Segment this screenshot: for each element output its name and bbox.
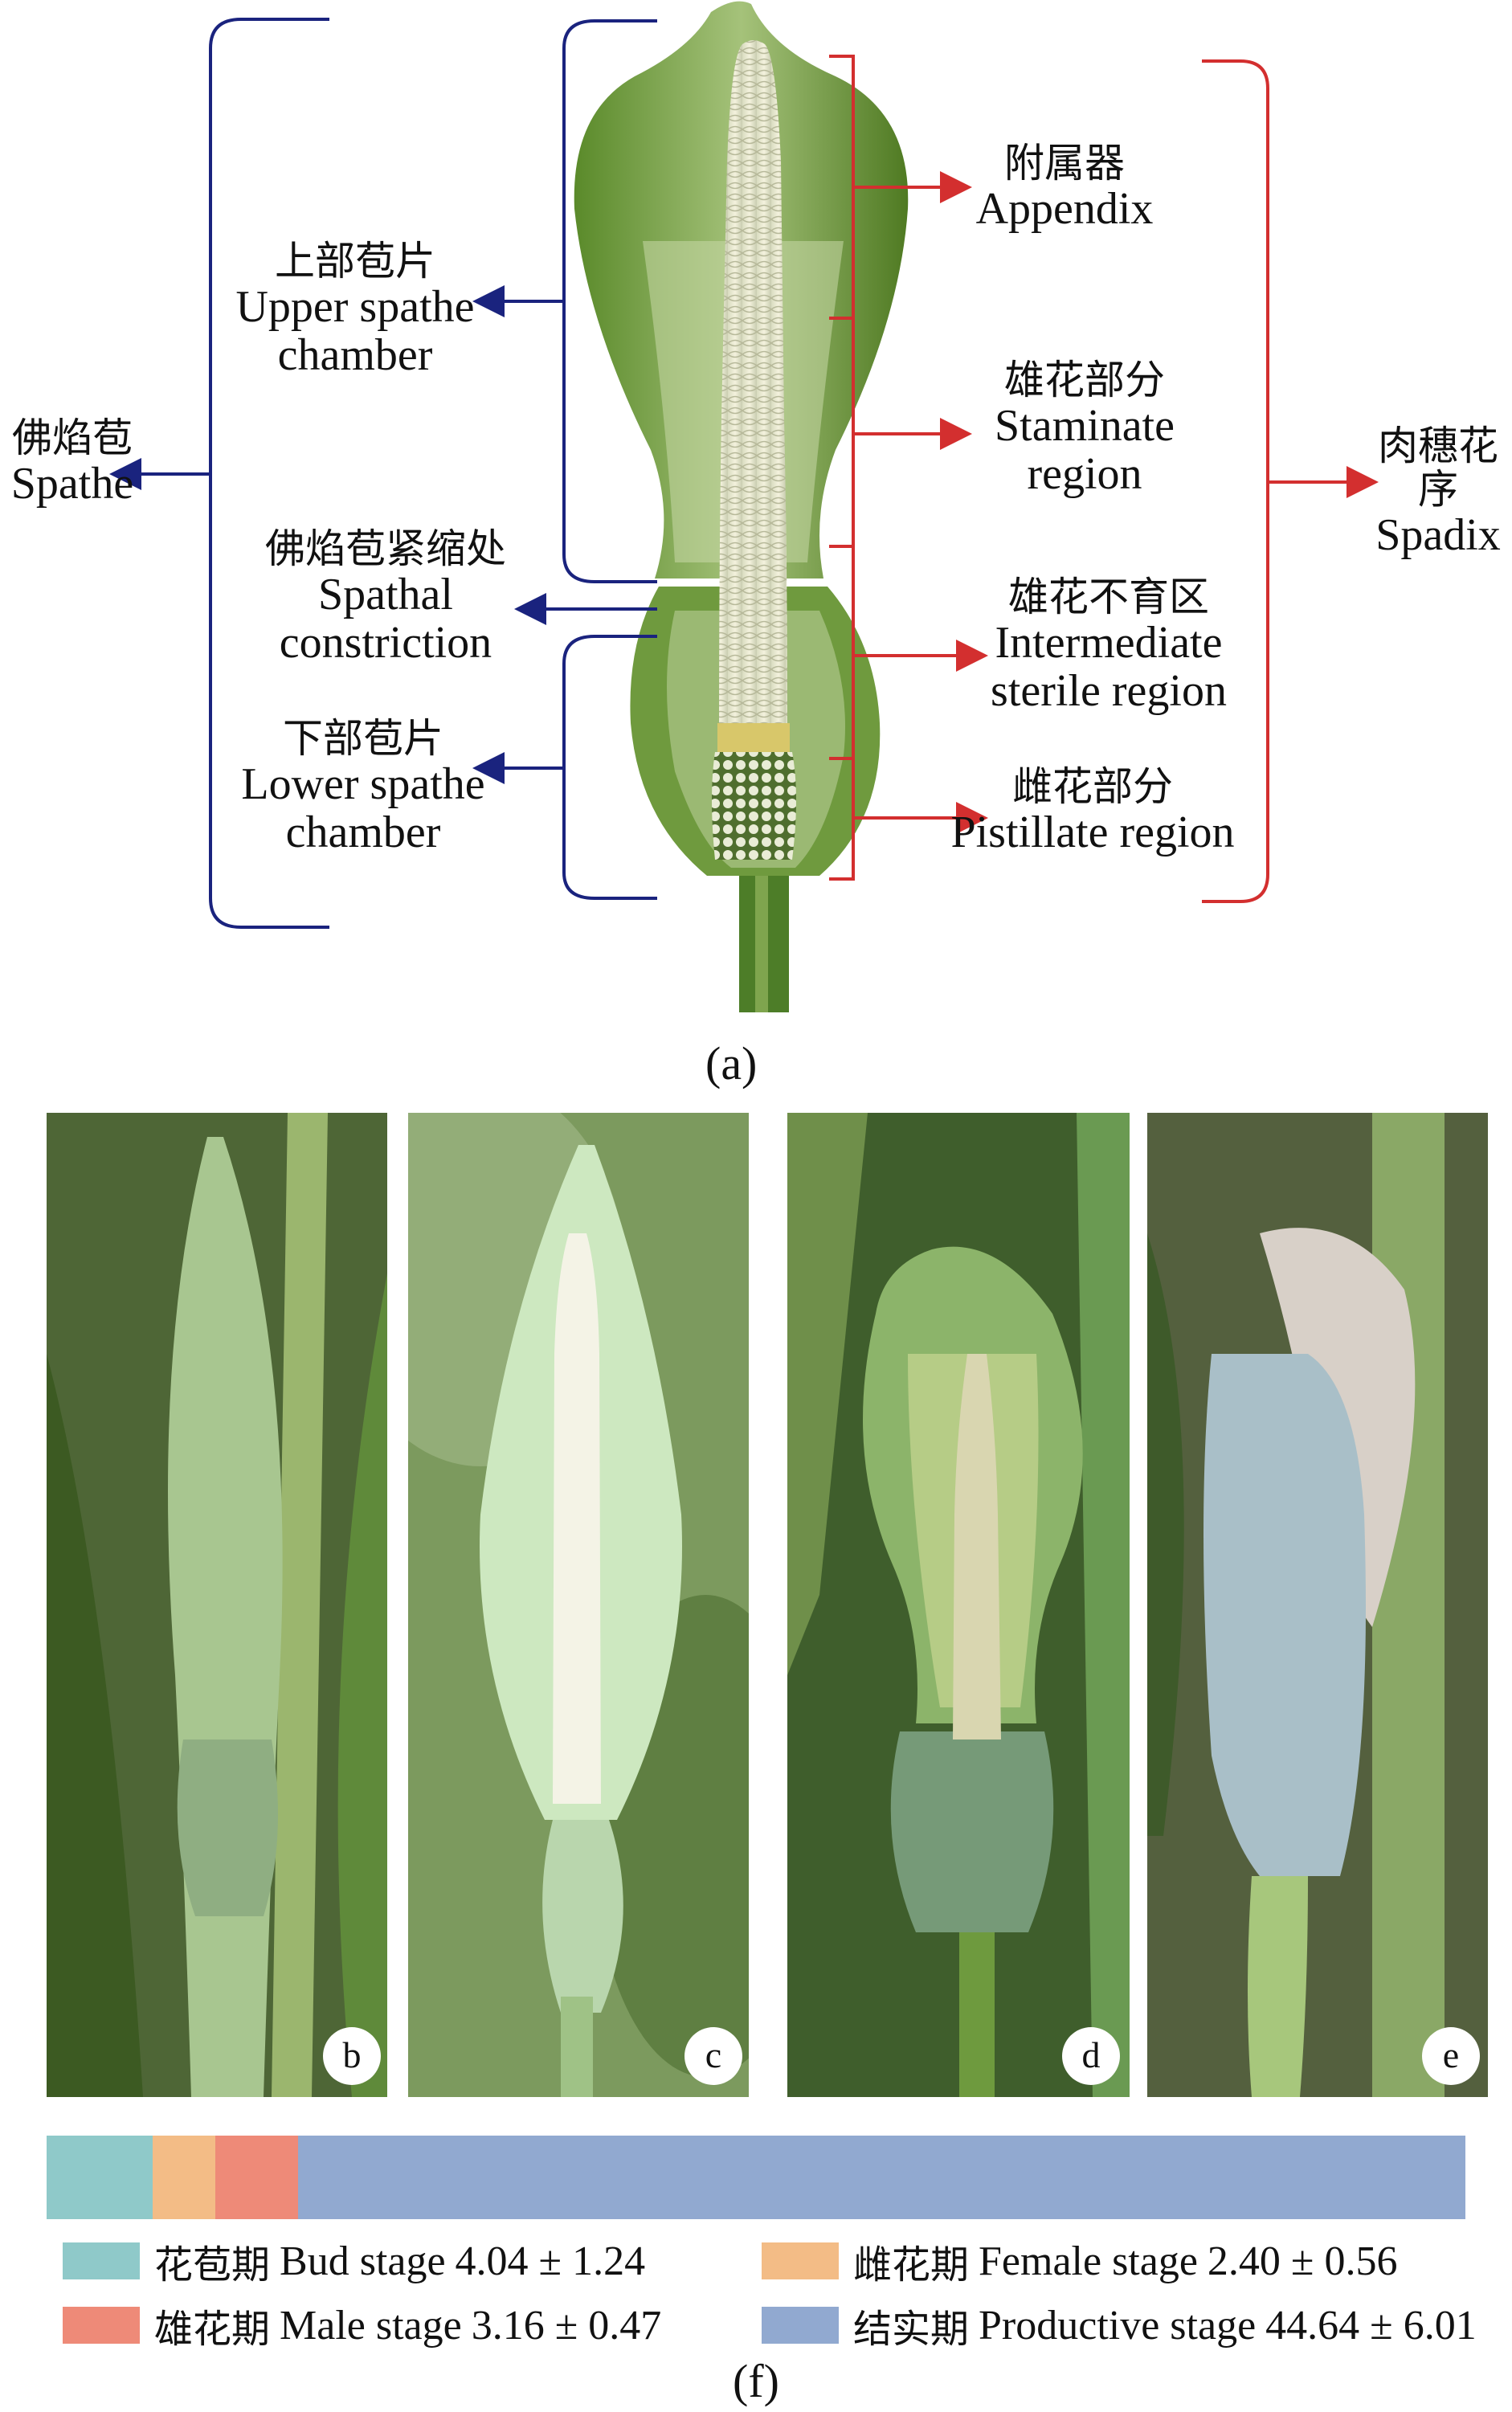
spadix-label-zh: 肉穗花序	[1378, 423, 1498, 513]
female-stage-illustration	[408, 1113, 749, 2097]
panel-b-badge: b	[323, 2027, 381, 2085]
appendix-label: 附属器 Appendix	[940, 141, 1189, 233]
photo-panel-e: e	[1147, 1113, 1488, 2097]
panel-c-badge: c	[684, 2027, 742, 2085]
intermediate-label-en: Intermediate sterile region	[991, 618, 1227, 717]
legend-productive-value: 44.64 ± 6.01	[1265, 2302, 1477, 2349]
stage-segment-bud	[47, 2136, 153, 2219]
staminate-label-zh: 雄花部分	[1004, 357, 1165, 403]
photo-panel-d: d	[787, 1113, 1130, 2097]
photo-panel-b: b	[47, 1113, 387, 2097]
legend-productive-en: Productive stage	[979, 2302, 1257, 2349]
spathe-label-en: Spathe	[10, 459, 134, 509]
legend-bud-swatch	[63, 2242, 140, 2279]
legend-female: 雌花期 Female stage 2.40 ± 0.56	[762, 2235, 1397, 2287]
legend-male-value: 3.16 ± 0.47	[471, 2302, 662, 2349]
legend-male-zh: 雄花期	[154, 2307, 271, 2352]
legend-productive: 结实期 Productive stage 44.64 ± 6.01	[762, 2300, 1477, 2352]
spathal-constriction-label-en: Spathal constriction	[279, 570, 492, 668]
stage-segment-female	[152, 2136, 215, 2219]
bud-stage-illustration	[47, 1113, 387, 2097]
upper-spathe-label-zh: 上部苞片	[275, 238, 435, 284]
spathe-illustration	[574, 1, 909, 1012]
panel-a: 佛焰苞 Spathe 上部苞片 Upper spathe chamber 佛焰苞…	[0, 0, 1512, 1109]
spathal-constriction-label-zh: 佛焰苞紧缩处	[265, 525, 506, 572]
legend-bud-value: 4.04 ± 1.24	[455, 2238, 646, 2284]
panel-e-badge: e	[1422, 2027, 1480, 2085]
spathal-constriction-label: 佛焰苞紧缩处 Spathal constriction	[225, 527, 546, 668]
panel-f-caption: (f)	[733, 2355, 779, 2407]
panel-d-badge: d	[1062, 2027, 1120, 2085]
panel-a-caption: (a)	[705, 1037, 758, 1089]
legend-bud-en: Bud stage	[280, 2238, 446, 2284]
intermediate-label-zh: 雄花不育区	[1008, 574, 1209, 620]
legend-male-en: Male stage	[280, 2302, 462, 2349]
photo-panel-c: c	[408, 1113, 749, 2097]
stage-bar	[47, 2136, 1465, 2219]
photo-row: b c d	[0, 1113, 1512, 2109]
bracket-lines	[109, 18, 1379, 929]
spathe-label: 佛焰苞 Spathe	[0, 416, 145, 508]
male-stage-illustration	[787, 1113, 1130, 2097]
appendix-label-en: Appendix	[975, 184, 1154, 234]
staminate-label: 雄花部分 Staminate region	[948, 358, 1221, 499]
legend-productive-zh: 结实期	[853, 2307, 970, 2352]
lower-spathe-label-en: Lower spathe chamber	[241, 759, 485, 858]
lower-spathe-label: 下部苞片 Lower spathe chamber	[210, 717, 516, 857]
legend-female-zh: 雌花期	[853, 2242, 970, 2287]
legend-bud: 花苞期 Bud stage 4.04 ± 1.24	[63, 2235, 645, 2287]
legend-female-value: 2.40 ± 0.56	[1207, 2238, 1398, 2284]
legend-male: 雄花期 Male stage 3.16 ± 0.47	[63, 2300, 662, 2352]
stage-segment-productive	[297, 2136, 1465, 2219]
spathe-label-zh: 佛焰苞	[12, 415, 133, 461]
pistillate-label: 雌花部分 Pistillate region	[948, 765, 1237, 856]
lower-spathe-label-zh: 下部苞片	[283, 715, 443, 762]
upper-spathe-label-en: Upper spathe chamber	[235, 282, 475, 381]
staminate-label-en: Staminate region	[995, 401, 1175, 500]
productive-stage-illustration	[1147, 1113, 1488, 2097]
legend-female-swatch	[762, 2242, 839, 2279]
upper-spathe-label: 上部苞片 Upper spathe chamber	[210, 239, 500, 380]
appendix-label-zh: 附属器	[1004, 140, 1125, 186]
stage-segment-male	[215, 2136, 298, 2219]
legend-bud-zh: 花苞期	[154, 2242, 271, 2287]
pistillate-label-en: Pistillate region	[950, 807, 1235, 857]
spadix-label: 肉穗花序 Spadix	[1366, 424, 1510, 559]
intermediate-label: 雄花不育区 Intermediate sterile region	[956, 575, 1261, 716]
legend-productive-swatch	[762, 2307, 839, 2344]
legend-female-en: Female stage	[979, 2238, 1198, 2284]
legend-male-swatch	[63, 2307, 140, 2344]
pistillate-label-zh: 雌花部分	[1012, 763, 1173, 810]
spadix-label-en: Spadix	[1375, 510, 1501, 560]
